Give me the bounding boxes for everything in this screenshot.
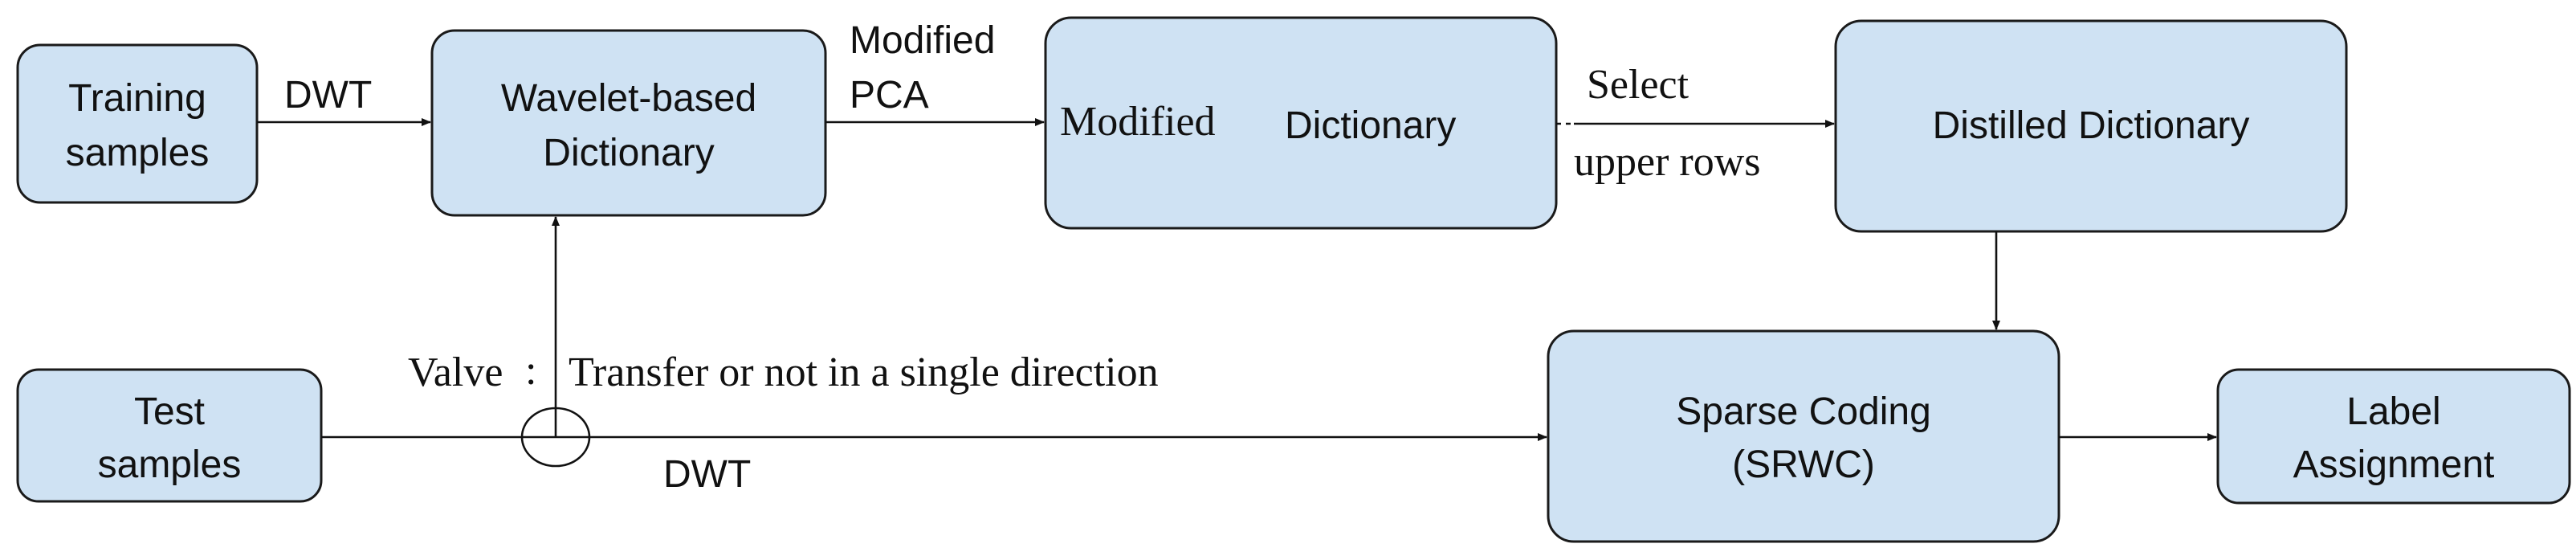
label-dwt-top: DWT [284, 74, 372, 117]
modified-dictionary-part-2: Dictionary [1285, 104, 1456, 147]
label-valve: Valve [408, 350, 503, 395]
test-samples-line-2: samples [98, 444, 242, 486]
node-wavelet-dictionary: Wavelet-based Dictionary [430, 29, 827, 217]
wavelet-dictionary-line-1: Wavelet-based [501, 77, 756, 120]
modified-dictionary-part-1: Modified [1060, 99, 1216, 145]
node-test-samples: Test samples [16, 368, 323, 503]
node-training-samples: Training samples [16, 43, 259, 204]
label-assignment-line-1: Label [2346, 390, 2440, 433]
sparse-coding-line-1: Sparse Coding [1676, 390, 1931, 433]
node-distilled-dictionary: Distilled Dictionary [1834, 19, 2348, 233]
training-samples-line-1: Training [68, 77, 206, 120]
label-modified-pca-line-1: Modified [850, 19, 995, 62]
test-samples-line-1: Test [134, 390, 205, 433]
label-dwt-bottom: DWT [663, 453, 751, 496]
wavelet-dictionary-line-2: Dictionary [543, 132, 714, 174]
label-valve-description: Transfer or not in a single direction [569, 350, 1159, 395]
node-sparse-coding: Sparse Coding (SRWC) [1547, 329, 2060, 543]
distilled-dictionary-label: Distilled Dictionary [1933, 104, 2250, 147]
valve-icon [520, 407, 591, 468]
node-modified-dictionary: Modified Dictionary [1044, 16, 1558, 230]
label-upper-rows: upper rows [1574, 139, 1761, 185]
label-select: Select [1587, 62, 1689, 108]
node-label-assignment: Label Assignment [2216, 368, 2571, 505]
training-samples-line-2: samples [66, 132, 210, 174]
sparse-coding-line-2: (SRWC) [1732, 444, 1875, 486]
label-valve-colon: : [525, 348, 536, 394]
label-assignment-line-2: Assignment [2293, 444, 2495, 486]
label-modified-pca-line-2: PCA [850, 74, 929, 117]
